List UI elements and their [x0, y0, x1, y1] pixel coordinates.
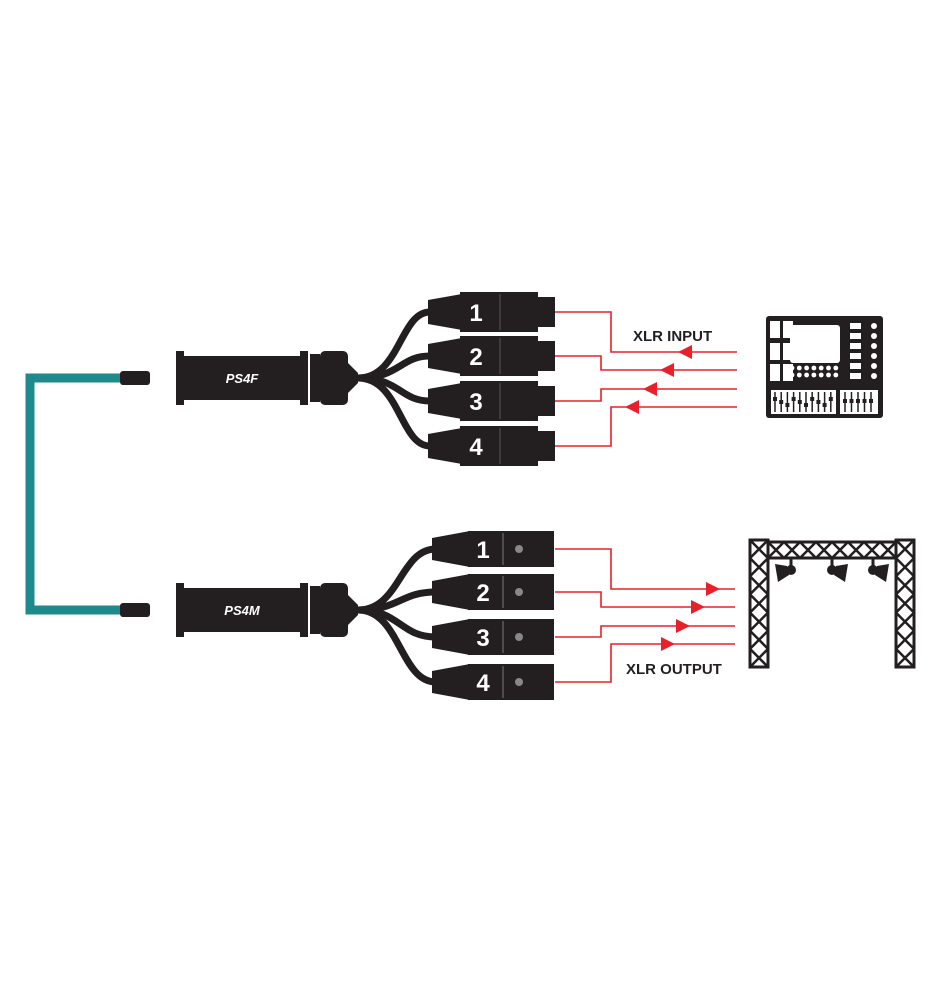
connector-number: 3 — [469, 389, 482, 416]
cable-gland-icon — [320, 351, 348, 405]
teal-link-cable — [25, 373, 128, 615]
mixing-console-icon — [766, 316, 883, 418]
arrow-left-icon — [660, 363, 674, 377]
fanout-cable — [357, 352, 431, 382]
cable-gland-icon — [320, 583, 348, 637]
connector-body — [460, 336, 538, 376]
connector-body — [460, 426, 538, 466]
connector-number: 4 — [476, 670, 490, 697]
fanout-cable — [357, 606, 437, 686]
output-signal-line — [555, 591, 735, 608]
latch-icon — [515, 545, 523, 553]
input-signal-line — [555, 355, 737, 371]
connector-number: 4 — [469, 434, 483, 461]
input-signal-line — [555, 311, 737, 353]
latch-icon — [515, 678, 523, 686]
input-signal-line — [555, 406, 737, 447]
splitter-female: PS4F — [120, 351, 358, 405]
arrow-left-icon — [643, 382, 657, 396]
arrow-right-icon — [691, 600, 705, 614]
plug-icon — [120, 603, 150, 617]
connector-body — [468, 574, 554, 610]
arrow-right-icon — [676, 619, 690, 633]
arrow-left-icon — [678, 345, 692, 359]
arrow-right-icon — [661, 637, 675, 651]
connector-body — [468, 664, 554, 700]
splitter-body — [182, 356, 302, 400]
spotlight-icon — [868, 565, 878, 575]
xlr-male-connector-3: 3 — [357, 606, 554, 655]
spotlight-icon — [827, 565, 837, 575]
connector-number: 2 — [469, 344, 482, 371]
latch-icon — [515, 633, 523, 641]
input-signal-line — [555, 388, 737, 402]
xlr-male-connector-4: 4 — [357, 606, 554, 700]
xlr-female-connector-4: 4 — [357, 374, 555, 466]
xlr-female-connector-2: 2 — [357, 336, 555, 382]
output-signal-line — [555, 625, 735, 638]
xlr-male-connector-2: 2 — [357, 574, 554, 614]
output-signal-line — [555, 548, 735, 590]
arrow-right-icon — [706, 582, 720, 596]
splitter-body — [182, 588, 302, 632]
plug-icon — [120, 371, 150, 385]
splitter-label: PS4F — [226, 371, 260, 386]
connector-body — [460, 381, 538, 421]
xlr-female-connector-1: 1 — [357, 292, 555, 382]
connector-number: 1 — [469, 300, 482, 327]
xlr-output-label: XLR OUTPUT — [626, 661, 722, 678]
connector-body — [468, 619, 554, 655]
splitter-male: PS4M — [120, 583, 358, 637]
latch-icon — [515, 588, 523, 596]
fanout-cable — [357, 374, 431, 450]
connector-body — [468, 531, 554, 567]
connector-number: 2 — [476, 580, 489, 607]
connector-body — [460, 292, 538, 332]
xlr-input-label: XLR INPUT — [633, 328, 712, 345]
arrow-left-icon — [625, 400, 639, 414]
connector-number: 3 — [476, 625, 489, 652]
connector-number: 1 — [476, 537, 489, 564]
splitter-label: PS4M — [224, 603, 261, 618]
spotlight-icon — [786, 565, 796, 575]
lighting-truss-icon — [748, 538, 916, 669]
